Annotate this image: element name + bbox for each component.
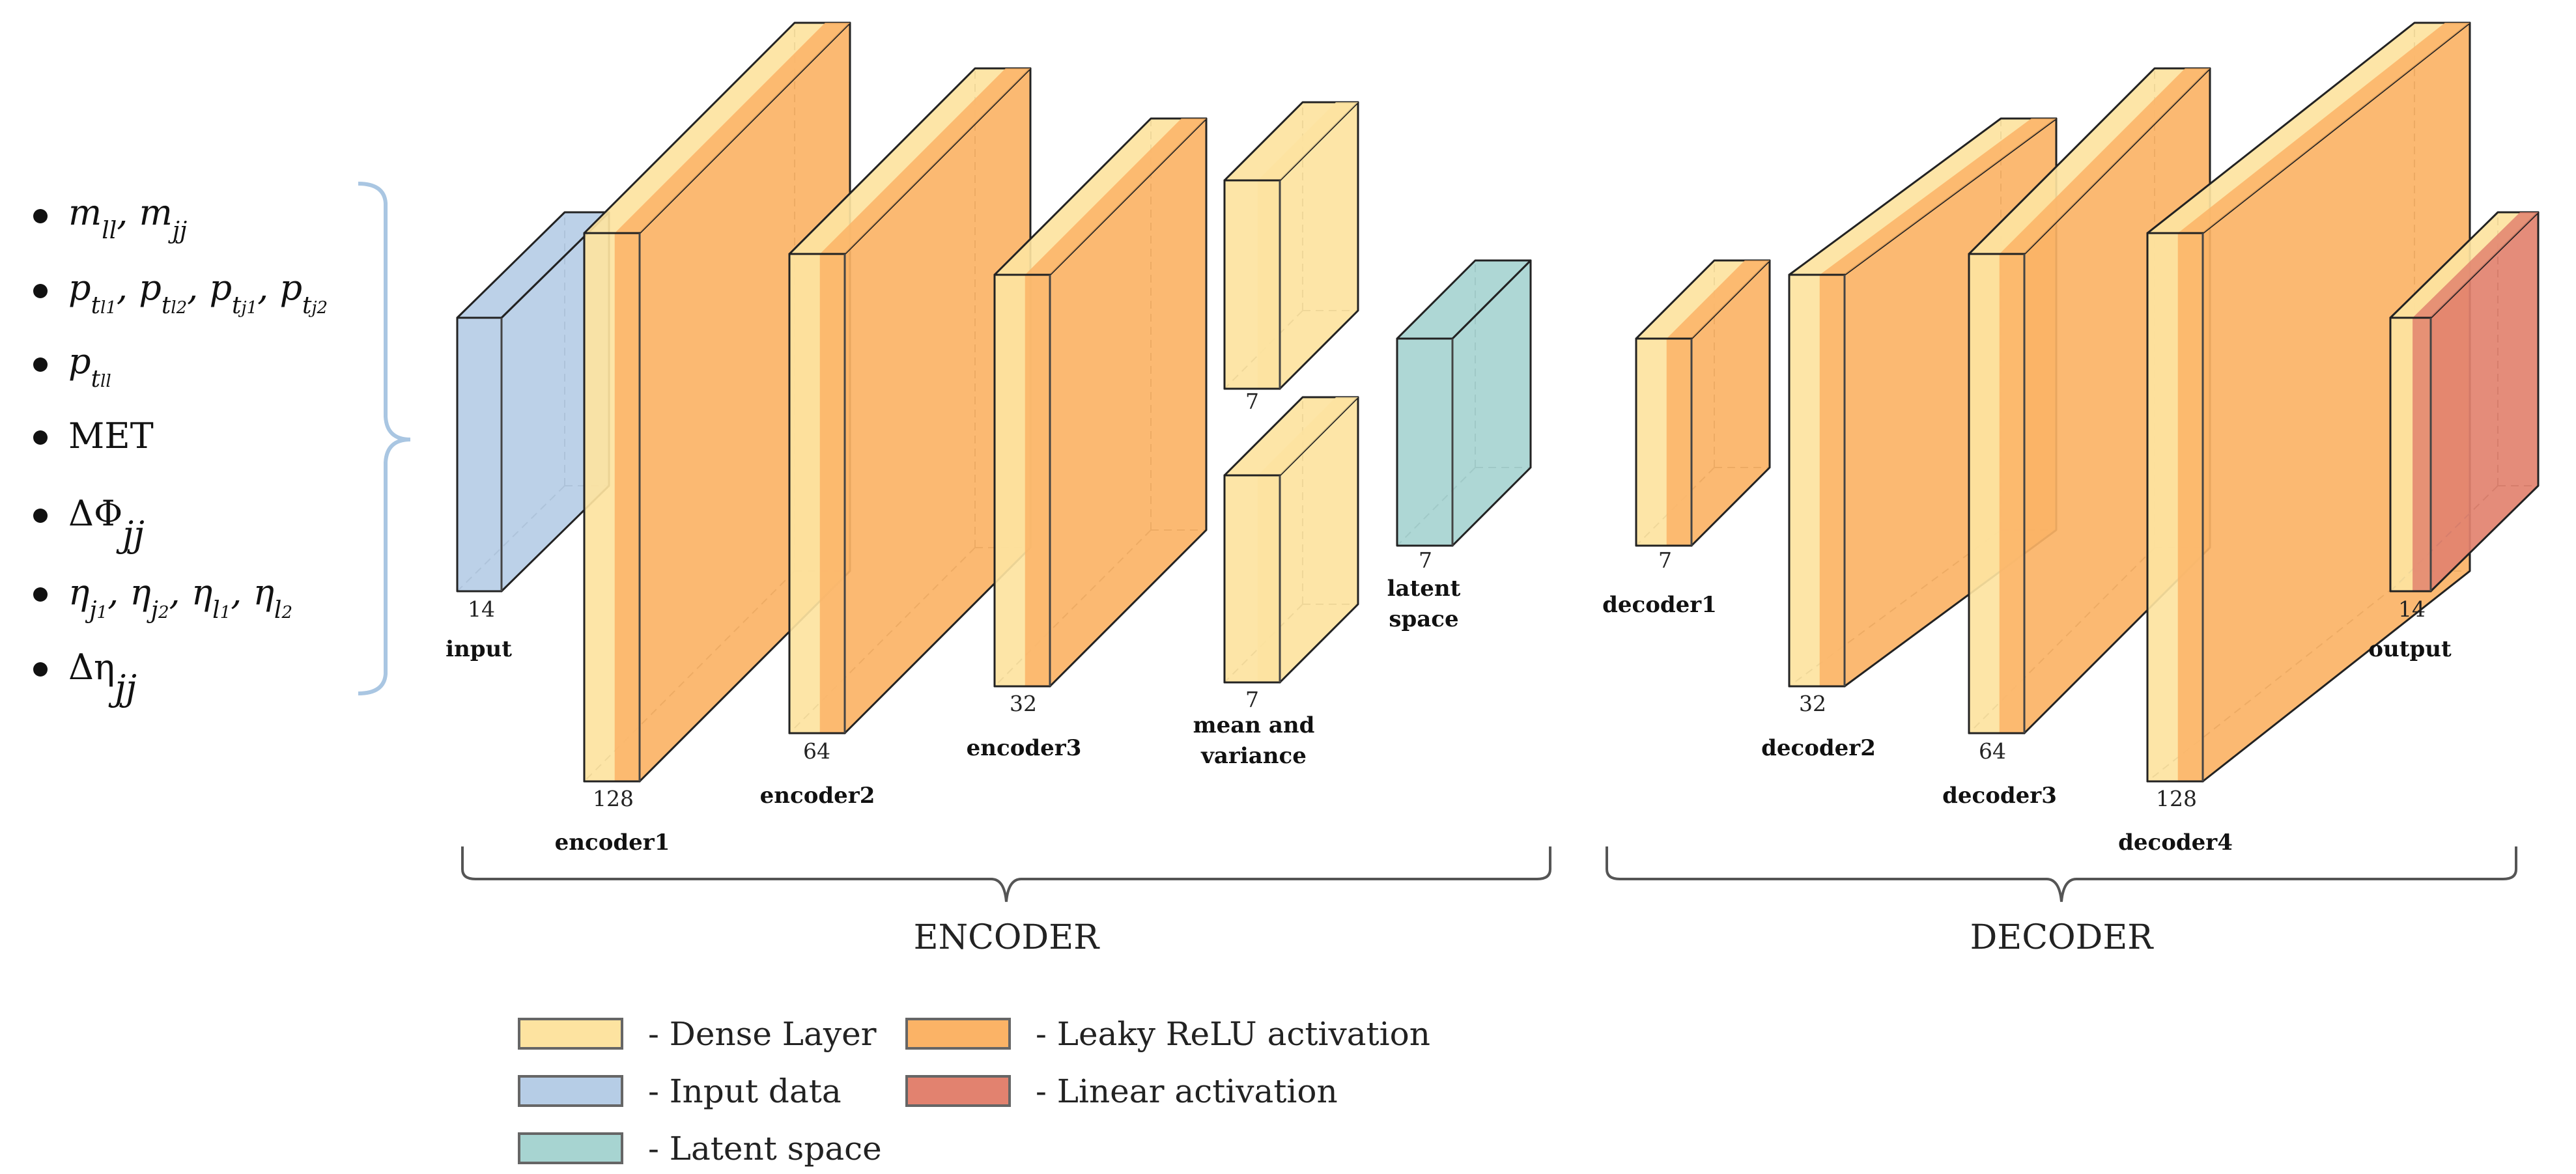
legend-label-leaky: - Leaky ReLU activation [1036, 1015, 1430, 1053]
output-size: 14 [2398, 596, 2426, 622]
encoder-section-title: ENCODER [914, 918, 1101, 957]
bullet [33, 587, 48, 602]
latent-label-2: space [1389, 606, 1458, 632]
bullet [33, 284, 48, 298]
encoder2-label: encoder2 [760, 783, 875, 809]
decoder4-size: 128 [2156, 786, 2197, 811]
decoder3-label: decoder3 [1942, 783, 2057, 809]
legend-label-latent: - Latent space [648, 1130, 882, 1167]
decoder2-size: 32 [1799, 691, 1826, 716]
legend-label-linear: - Linear activation [1036, 1072, 1338, 1110]
feature-ptll: ptll [68, 341, 111, 393]
legend-swatch-latent [518, 1132, 623, 1164]
bullet [33, 209, 48, 223]
feature-delta-phi-jj: ΔΦjj [68, 493, 145, 555]
decoder2-label: decoder2 [1761, 735, 1876, 761]
decoder4-label: decoder4 [2118, 830, 2233, 856]
block-labels: input encoder1 encoder2 encoder3 mean an… [446, 576, 2452, 856]
variance-block [1223, 396, 1359, 684]
feature-mll-mjj: mll, mjj [68, 192, 187, 244]
input-size: 14 [468, 596, 495, 622]
decoder3-size: 64 [1979, 738, 2006, 764]
latent-block [1396, 259, 1532, 547]
feature-met: MET [68, 415, 154, 456]
feature-pt-leptons-jets: ptl1, ptl2, ptj1, ptj2 [68, 267, 328, 319]
encoder2-size: 64 [803, 738, 830, 764]
bullet [33, 509, 48, 523]
feature-eta: ηj1, ηj2, ηl1, ηl2 [68, 572, 292, 624]
mean-var-label-1: mean and [1193, 712, 1315, 738]
feature-list: mll, mjj ptl1, ptl2, ptj1, ptj2 ptll MET… [33, 192, 328, 708]
legend-swatch-dense [518, 1018, 623, 1050]
encoder-brace [461, 846, 1551, 902]
decoder1-label: decoder1 [1602, 592, 1717, 618]
encoder1-label: encoder1 [555, 830, 670, 856]
output-label: output [2368, 636, 2452, 662]
encoder3-label: encoder3 [967, 735, 1082, 761]
legend-swatch-leaky [905, 1018, 1011, 1050]
encoder1-size: 128 [593, 786, 634, 811]
decoder1-block [1635, 259, 1771, 547]
variance-size: 7 [1245, 687, 1259, 712]
latent-label-1: latent [1387, 576, 1461, 602]
decoder1-size: 7 [1658, 548, 1672, 573]
legend-swatch-linear [905, 1075, 1011, 1107]
legend-swatch-input [518, 1075, 623, 1107]
legend-label-dense: - Dense Layer [648, 1015, 877, 1053]
output-block [2389, 211, 2540, 593]
input-label: input [446, 636, 512, 662]
latent-size: 7 [1419, 548, 1432, 573]
legend-label-input: - Input data [648, 1072, 842, 1110]
bullet [33, 357, 48, 372]
feature-delta-eta-jj: Δηjj [68, 647, 137, 708]
bullet [33, 430, 48, 445]
bullet [33, 662, 48, 677]
feature-curly-bracket [358, 182, 411, 695]
mean-var-label-2: variance [1200, 743, 1307, 769]
encoder3-size: 32 [1010, 691, 1037, 716]
legend: - Dense Layer - Input data - Latent spac… [518, 1015, 1430, 1167]
input-block [456, 211, 610, 593]
decoder-section-title: DECODER [1970, 918, 2155, 957]
mean-size: 7 [1245, 389, 1259, 414]
layer-blocks [456, 21, 2540, 783]
dimension-labels: 14 128 64 32 7 7 7 7 32 64 128 14 [468, 389, 2426, 811]
decoder-brace [1606, 846, 2517, 902]
mean-block [1223, 101, 1359, 390]
encoder3-block [993, 117, 1208, 688]
encoder2-block [788, 67, 1032, 734]
